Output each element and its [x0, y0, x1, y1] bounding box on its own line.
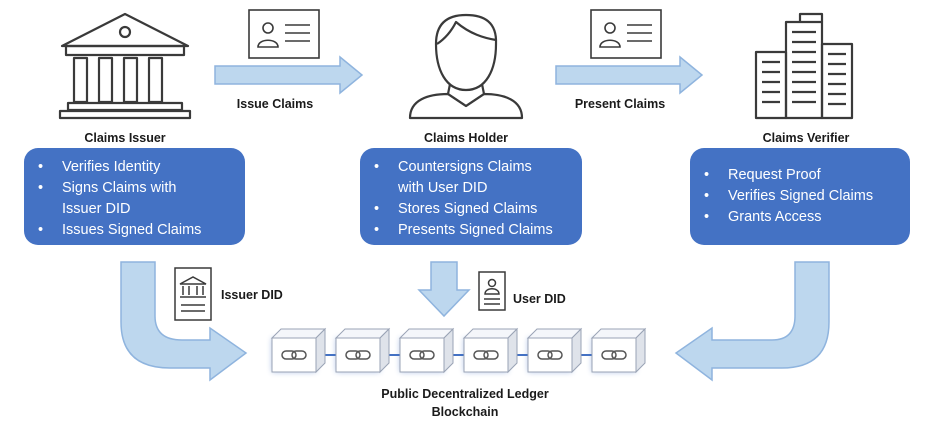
- holder-duties-box: Countersigns Claims with User DID Stores…: [360, 148, 582, 245]
- issuer-duties-box: Verifies Identity Signs Claims with Issu…: [24, 148, 245, 245]
- ledger-block: [398, 327, 455, 374]
- claims-issuer-title: Claims Issuer: [84, 131, 166, 145]
- issuer-bullet: Verifies Identity: [38, 157, 235, 178]
- chain-link-icon: [281, 350, 307, 360]
- chain-link-icon: [345, 350, 371, 360]
- chain-link-icon: [537, 350, 563, 360]
- id-card-icon: [590, 9, 662, 59]
- ledger-caption: Public Decentralized Ledger Blockchain: [381, 385, 548, 421]
- holder-bullet: Stores Signed Claims: [374, 199, 572, 220]
- issuer-bullet: Issues Signed Claims: [38, 220, 235, 241]
- office-buildings-icon: [754, 12, 854, 120]
- issuer-did-document-icon: [174, 267, 212, 321]
- chain-link-icon: [601, 350, 627, 360]
- issuer-bullet-continuation: Issuer DID: [38, 199, 235, 220]
- present-claims-label: Present Claims: [574, 97, 666, 111]
- verifier-bullet: Request Proof: [704, 165, 900, 186]
- chain-link-icon: [409, 350, 435, 360]
- issuer-bullet-text: Issuer DID: [62, 201, 131, 217]
- verifier-bullet: Grants Access: [704, 207, 900, 228]
- ledger-title: Public Decentralized Ledger: [381, 387, 549, 401]
- verifier-duties-box: Request Proof Verifies Signed Claims Gra…: [690, 148, 910, 245]
- ledger-subtitle: Blockchain: [431, 405, 499, 419]
- person-icon: [408, 13, 524, 120]
- chain-link-icon: [473, 350, 499, 360]
- holder-bullet-text: with User DID: [398, 180, 488, 196]
- holder-bullet: Countersigns Claims: [374, 157, 572, 178]
- verifier-bullet: Verifies Signed Claims: [704, 186, 900, 207]
- ledger-block: [526, 327, 583, 374]
- issuer-bullet: Signs Claims with: [38, 178, 235, 199]
- issue-claims-label: Issue Claims: [236, 97, 314, 111]
- user-did-document-icon: [478, 271, 506, 311]
- user-did-label: User DID: [513, 292, 566, 306]
- ledger-block: [270, 327, 327, 374]
- issuer-did-label: Issuer DID: [221, 288, 283, 302]
- bank-building-icon: [58, 12, 192, 120]
- ledger-block: [590, 327, 647, 374]
- ledger-block: [334, 327, 391, 374]
- blockchain: [270, 327, 647, 374]
- present-claims-arrow: [555, 55, 704, 95]
- claims-holder-title: Claims Holder: [423, 131, 509, 145]
- id-card-icon: [248, 9, 320, 59]
- issuer-to-ledger-arrow: [120, 261, 248, 382]
- verifier-to-ledger-arrow: [674, 261, 830, 382]
- ledger-block: [462, 327, 519, 374]
- holder-to-ledger-arrow: [417, 261, 471, 318]
- holder-bullet: Presents Signed Claims: [374, 220, 572, 241]
- issue-claims-arrow: [214, 55, 364, 95]
- holder-bullet-continuation: with User DID: [374, 178, 572, 199]
- claims-verifier-title: Claims Verifier: [762, 131, 850, 145]
